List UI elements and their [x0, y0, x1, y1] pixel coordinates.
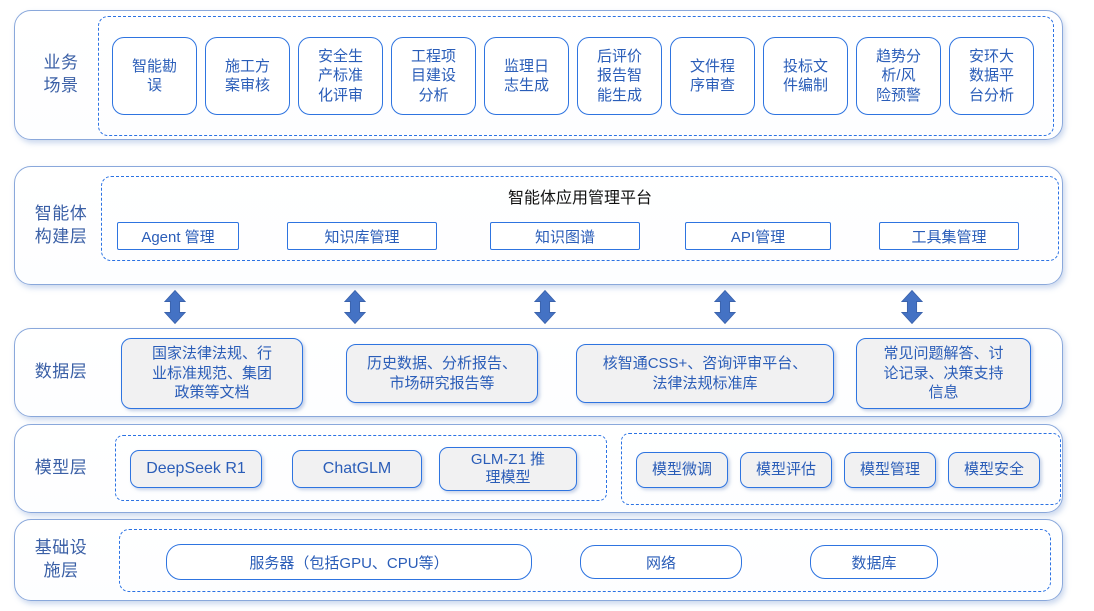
- infrastructure-group: 服务器（包括GPU、CPU等） 网络 数据库: [119, 529, 1051, 592]
- management-module-toolset: 工具集管理: [879, 222, 1019, 250]
- bidirectional-arrow-icon: [901, 289, 923, 325]
- infra-card-database: 数据库: [810, 545, 938, 579]
- model-layer: 模型层 DeepSeek R1 ChatGLM GLM-Z1 推 理模型 模型微…: [14, 424, 1063, 513]
- layer-label-data: 数据层: [34, 362, 88, 382]
- management-module-knowledge-base: 知识库管理: [287, 222, 437, 250]
- bidirectional-arrow-icon: [534, 289, 556, 325]
- data-source-card: 国家法律法规、行 业标准规范、集团 政策等文档: [121, 338, 303, 409]
- scenario-card: 投标文 件编制: [763, 37, 848, 115]
- bidirectional-arrow-icon: [344, 289, 366, 325]
- data-source-card: 常见问题解答、讨 论记录、决策支持 信息: [856, 338, 1031, 409]
- layer-label-model: 模型层: [34, 458, 88, 478]
- scenario-card: 趋势分 析/风 险预警: [856, 37, 941, 115]
- layer-label-agent: 智能体 构建层: [34, 203, 88, 246]
- bidirectional-arrow-icon: [164, 289, 186, 325]
- model-ops-group: 模型微调 模型评估 模型管理 模型安全: [621, 433, 1061, 505]
- scenario-card: 文件程 序审查: [670, 37, 755, 115]
- scenario-card: 安环大 数据平 台分析: [949, 37, 1034, 115]
- model-ops-card: 模型微调: [636, 452, 728, 488]
- base-model-card: GLM-Z1 推 理模型: [439, 447, 577, 491]
- base-model-card: DeepSeek R1: [130, 450, 262, 488]
- layer-label-business: 业务 场景: [43, 53, 79, 95]
- bidirectional-arrow-icon: [714, 289, 736, 325]
- layer-label-infra: 基础设 施层: [34, 538, 88, 580]
- agent-construction-layer: 智能体 构建层 智能体应用管理平台 Agent 管理 知识库管理 知识图谱 AP…: [14, 166, 1063, 285]
- management-module-agent: Agent 管理: [117, 222, 239, 250]
- infra-card-network: 网络: [580, 545, 742, 579]
- base-model-card: ChatGLM: [292, 450, 422, 488]
- data-source-card: 核智通CSS+、咨询评审平台、 法律法规标准库: [576, 344, 834, 403]
- scenario-card: 后评价 报告智 能生成: [577, 37, 662, 115]
- scenario-card: 监理日 志生成: [484, 37, 569, 115]
- model-ops-card: 模型管理: [844, 452, 936, 488]
- management-module-knowledge-graph: 知识图谱: [490, 222, 640, 250]
- scenario-card: 施工方 案审核: [205, 37, 290, 115]
- infra-card-server: 服务器（包括GPU、CPU等）: [166, 544, 532, 580]
- data-layer: 数据层 国家法律法规、行 业标准规范、集团 政策等文档 历史数据、分析报告、 市…: [14, 328, 1063, 417]
- agent-platform-group: 智能体应用管理平台 Agent 管理 知识库管理 知识图谱 API管理 工具集管…: [101, 176, 1059, 261]
- infrastructure-layer: 基础设 施层 服务器（包括GPU、CPU等） 网络 数据库: [14, 519, 1063, 601]
- platform-title: 智能体应用管理平台: [507, 190, 652, 207]
- model-ops-card: 模型评估: [740, 452, 832, 488]
- scenario-card: 智能勘 误: [112, 37, 197, 115]
- scenario-card: 工程项 目建设 分析: [391, 37, 476, 115]
- data-source-card: 历史数据、分析报告、 市场研究报告等: [346, 344, 538, 403]
- management-module-api: API管理: [685, 222, 831, 250]
- business-scenarios-layer: 业务 场景 智能勘 误 施工方 案审核 安全生 产标准 化评审 工程项 目建设 …: [14, 10, 1063, 140]
- model-ops-card: 模型安全: [948, 452, 1040, 488]
- base-models-group: DeepSeek R1 ChatGLM GLM-Z1 推 理模型: [115, 435, 607, 501]
- scenario-card: 安全生 产标准 化评审: [298, 37, 383, 115]
- business-scenarios-group: 智能勘 误 施工方 案审核 安全生 产标准 化评审 工程项 目建设 分析 监理日…: [98, 16, 1054, 136]
